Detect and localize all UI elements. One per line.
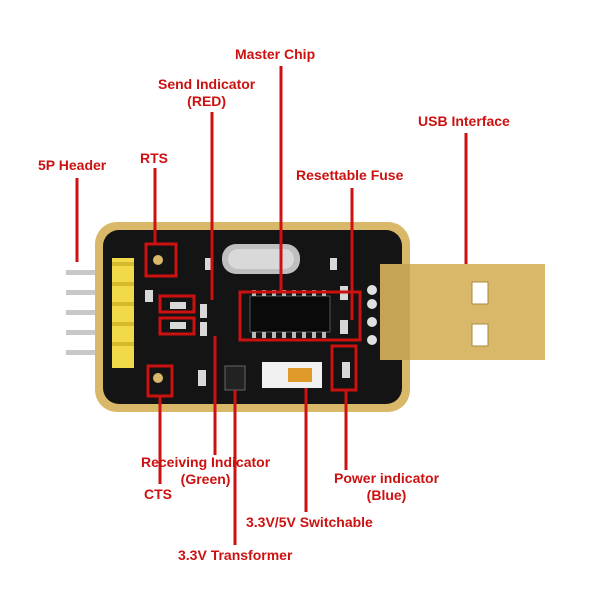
label-power-indicator-line2: (Blue) xyxy=(366,487,407,503)
label-send-indicator: Send Indicator (RED) xyxy=(158,76,255,110)
receive-led-box xyxy=(158,316,196,336)
label-receiving-indicator-line2: (Green) xyxy=(180,471,231,487)
rts-pad xyxy=(153,255,163,265)
cts-pad xyxy=(153,373,163,383)
label-send-indicator-line2: (RED) xyxy=(187,93,227,109)
label-power-indicator: Power indicator (Blue) xyxy=(334,470,439,504)
label-cts: CTS xyxy=(144,486,172,502)
label-transformer: 3.3V Transformer xyxy=(178,547,293,563)
power-led-box xyxy=(330,344,358,392)
label-send-indicator-line1: Send Indicator xyxy=(158,76,256,92)
rts-box xyxy=(144,242,178,278)
label-switchable: 3.3V/5V Switchable xyxy=(246,514,373,530)
highlight-boxes xyxy=(144,242,362,398)
label-resettable-fuse: Resettable Fuse xyxy=(296,167,404,183)
label-receiving-indicator: Receiving Indicator (Green) xyxy=(141,454,270,488)
label-5p-header: 5P Header xyxy=(38,157,107,173)
master-chip-box xyxy=(238,290,362,342)
label-power-indicator-line1: Power indicator xyxy=(334,470,440,486)
label-usb-interface: USB Interface xyxy=(418,113,510,129)
leader-lines xyxy=(75,66,468,545)
transformer-component xyxy=(224,365,246,391)
master-chip-body xyxy=(249,295,331,333)
label-receiving-indicator-line1: Receiving Indicator xyxy=(141,454,271,470)
header-block xyxy=(112,258,134,368)
send-led-box xyxy=(158,294,196,314)
label-master-chip: Master Chip xyxy=(235,46,316,62)
label-rts: RTS xyxy=(140,150,168,166)
